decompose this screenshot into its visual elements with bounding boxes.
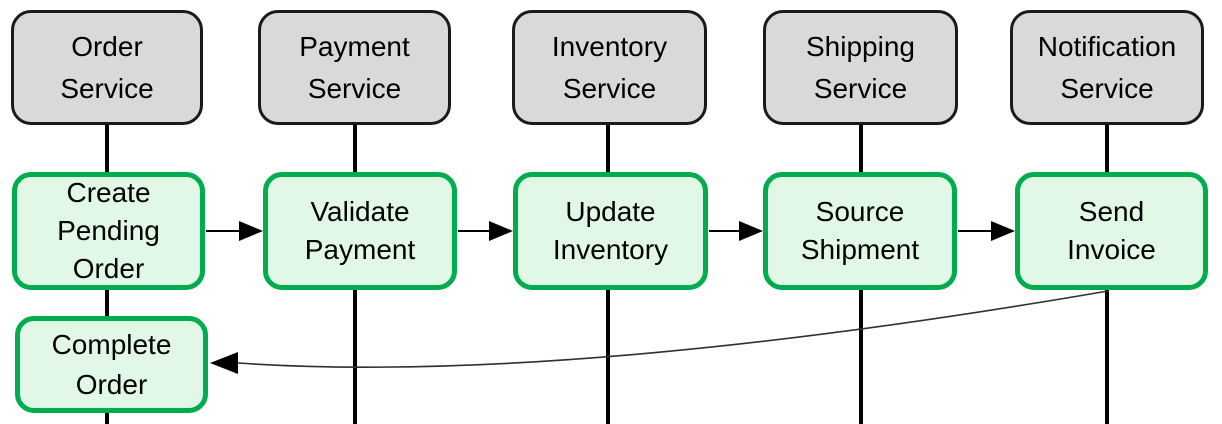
service-box-payment: Payment Service [258, 10, 451, 125]
service-label-line: Service [562, 72, 657, 104]
arrow-send-invoice-to-complete-order [237, 290, 1109, 368]
step-label-line: Pending [57, 215, 160, 246]
step-label-line: Complete [51, 328, 172, 360]
step-label-line: Shipment [800, 234, 920, 265]
service-label-line: Shipping [806, 30, 915, 62]
step-label-line: Payment [304, 234, 416, 265]
step-label-line: Create [66, 177, 151, 208]
service-label-line: Order [71, 30, 143, 62]
step-box-update-inventory: Update Inventory [513, 172, 708, 290]
service-label-line: Service [307, 72, 402, 104]
step-label-line: Order [72, 253, 145, 284]
service-label-line: Service [60, 72, 154, 104]
step-label-line: Send [1078, 196, 1145, 227]
step-label-line: Invoice [1067, 234, 1156, 265]
return-arrowhead [210, 352, 238, 374]
step-box-create-pending-order: Create Pending Order [12, 172, 205, 290]
step-box-complete-order: Complete Order [15, 316, 208, 413]
step-box-source-shipment: Source Shipment [763, 172, 957, 290]
service-label-line: Service [1060, 72, 1154, 104]
step-label-line: Order [75, 368, 148, 400]
step-box-send-invoice: Send Invoice [1015, 172, 1208, 290]
step-box-validate-payment: Validate Payment [263, 172, 457, 290]
service-box-inventory: Inventory Service [512, 10, 707, 125]
step-label-line: Inventory [552, 234, 669, 265]
service-label-line: Notification [1037, 30, 1177, 62]
service-box-notification: Notification Service [1010, 10, 1204, 125]
service-box-order: Order Service [11, 10, 203, 125]
step-label-line: Validate [310, 196, 410, 227]
service-label-line: Service [813, 72, 908, 104]
service-box-shipping: Shipping Service [763, 10, 958, 125]
step-label-line: Source [815, 196, 905, 227]
service-label-line: Payment [299, 30, 410, 62]
service-label-line: Inventory [551, 30, 668, 62]
step-label-line: Update [565, 196, 656, 227]
